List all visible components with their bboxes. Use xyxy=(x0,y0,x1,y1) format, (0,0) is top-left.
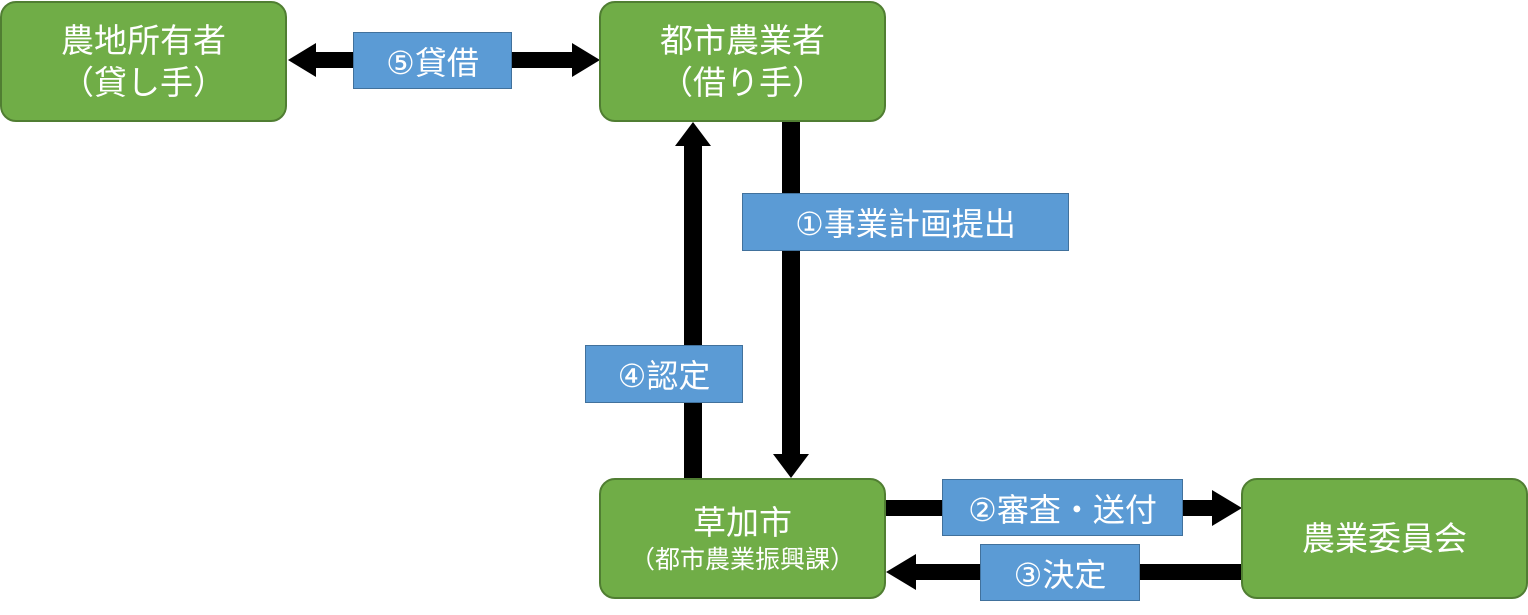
urban-farmer-role: （借り手） xyxy=(660,62,825,102)
step1-label: ①事業計画提出 xyxy=(742,193,1069,251)
soka-city-department: （都市農業振興課） xyxy=(629,544,855,574)
landowner-title: 農地所有者 xyxy=(61,21,226,61)
urban-farmer-node: 都市農業者 （借り手） xyxy=(599,1,886,122)
landowner-role: （貸し手） xyxy=(61,62,226,102)
landowner-node: 農地所有者 （貸し手） xyxy=(0,1,287,122)
step4-label: ④認定 xyxy=(585,345,743,403)
step3-label: ③決定 xyxy=(980,544,1140,601)
certification-arrow xyxy=(675,122,711,478)
agri-committee-title: 農業委員会 xyxy=(1302,518,1467,558)
urban-farmer-title: 都市農業者 xyxy=(660,21,825,61)
step2-label: ②審査・送付 xyxy=(942,479,1183,536)
submit-plan-arrow xyxy=(773,122,809,478)
agri-committee-node: 農業委員会 xyxy=(1241,478,1528,599)
soka-city-node: 草加市 （都市農業振興課） xyxy=(599,478,886,599)
step5-label: ⑤貸借 xyxy=(353,32,512,89)
soka-city-title: 草加市 xyxy=(693,503,792,543)
